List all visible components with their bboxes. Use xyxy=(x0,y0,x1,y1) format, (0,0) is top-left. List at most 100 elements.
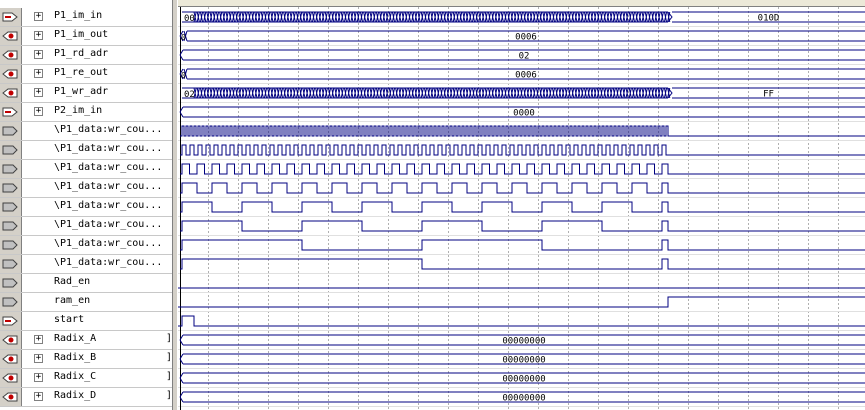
bus-value: 02 xyxy=(519,52,530,62)
bus-start xyxy=(179,391,184,403)
bus-transition xyxy=(667,87,673,99)
value-bracket: ] xyxy=(166,390,173,401)
bus-start xyxy=(179,372,184,384)
input-pin-icon xyxy=(0,312,22,330)
bus-value: 010D xyxy=(758,14,780,24)
bus-value: 00000000 xyxy=(502,356,545,366)
signal-row[interactable]: start xyxy=(0,312,172,331)
node-icon xyxy=(0,198,22,216)
node-icon xyxy=(0,160,22,178)
node-icon xyxy=(0,179,22,197)
output-pin-icon xyxy=(0,84,22,102)
clock-waveform xyxy=(180,258,865,270)
clock-waveform xyxy=(180,220,865,232)
node-icon xyxy=(0,236,22,254)
signal-name: \P1_data:wr_cou... xyxy=(54,162,163,173)
bus-start xyxy=(179,334,184,346)
bus-transitions xyxy=(179,30,188,42)
bus-value: 00000000 xyxy=(502,394,545,404)
output-pin-icon xyxy=(0,46,22,64)
step-waveform xyxy=(178,296,865,308)
signal-row[interactable]: \P1_data:wr_cou... xyxy=(0,160,172,179)
signal-row[interactable]: ram_en xyxy=(0,293,172,312)
bus-value: 0000 xyxy=(513,109,535,119)
node-icon xyxy=(0,274,22,292)
signal-name: \P1_data:wr_cou... xyxy=(54,124,163,135)
signal-row[interactable]: \P1_data:wr_cou... xyxy=(0,198,172,217)
expand-bus-icon[interactable]: + xyxy=(34,353,43,363)
signal-row[interactable]: + P1_re_out xyxy=(0,65,172,84)
bus-value: 0006 xyxy=(515,71,537,81)
pulse-waveform xyxy=(178,315,865,327)
bus-value: 00000000 xyxy=(502,375,545,385)
clock-waveform xyxy=(180,163,865,175)
bus-transition xyxy=(667,11,673,23)
signal-row[interactable]: +P2_im_in xyxy=(0,103,172,122)
bus-first-value: 0 xyxy=(181,71,186,80)
signal-row[interactable]: +Radix_D] xyxy=(0,388,172,407)
input-pin-icon xyxy=(0,103,22,121)
expand-bus-icon[interactable]: + xyxy=(34,372,43,382)
bus-first-value: 0 xyxy=(181,33,186,42)
bus-transitions xyxy=(179,68,188,80)
expand-bus-icon[interactable]: + xyxy=(34,68,43,78)
expand-bus-icon[interactable]: + xyxy=(34,391,43,401)
output-pin-icon xyxy=(0,369,22,387)
bus-first-value: 02 xyxy=(184,90,195,100)
expand-bus-icon[interactable]: + xyxy=(34,334,43,344)
signal-row[interactable]: +P1_im_out xyxy=(0,27,172,46)
signal-row[interactable]: Rad_en xyxy=(0,274,172,293)
signal-name-panel: +P1_im_in+P1_im_out+P1_rd_adr+P1_re_out+… xyxy=(0,0,172,410)
node-icon xyxy=(0,255,22,273)
value-bracket: ] xyxy=(166,371,173,382)
bus-value: FF xyxy=(763,90,774,100)
signal-row[interactable]: \P1_data:wr_cou... xyxy=(0,122,172,141)
bus-transitions xyxy=(193,11,671,23)
signal-name: \P1_data:wr_cou... xyxy=(54,181,163,192)
bus-first-value: 00 xyxy=(184,14,195,24)
signal-row[interactable]: +P1_wr_adr xyxy=(0,84,172,103)
output-pin-icon xyxy=(0,388,22,406)
signal-row[interactable]: +Radix_B] xyxy=(0,350,172,369)
expand-bus-icon[interactable]: + xyxy=(34,30,43,40)
signal-row[interactable]: \P1_data:wr_cou... xyxy=(0,141,172,160)
bus-start xyxy=(179,353,184,365)
expand-bus-icon[interactable]: + xyxy=(34,49,43,59)
signal-row[interactable]: \P1_data:wr_cou... xyxy=(0,255,172,274)
signal-name: ram_en xyxy=(54,295,91,306)
signal-name: \P1_data:wr_cou... xyxy=(54,200,163,211)
expand-bus-icon[interactable]: + xyxy=(34,11,43,21)
bus-value: 00000000 xyxy=(502,337,545,347)
signal-name: P1_re_out xyxy=(54,67,109,78)
signal-name: \P1_data:wr_cou... xyxy=(54,219,163,230)
clock-waveform xyxy=(180,182,865,194)
signal-name: P1_rd_adr xyxy=(54,48,109,59)
bus-value: 0006 xyxy=(515,33,537,43)
signal-name: Radix_C xyxy=(54,371,97,382)
signal-name: \P1_data:wr_cou... xyxy=(54,143,163,154)
panel-splitter[interactable] xyxy=(172,0,178,410)
signal-row[interactable]: + P1_rd_adr xyxy=(0,46,172,65)
expand-bus-icon[interactable]: + xyxy=(34,87,43,97)
signal-row[interactable]: + Radix_C] xyxy=(0,369,172,388)
signal-name: Radix_A xyxy=(54,333,97,344)
signal-row[interactable]: \P1_data:wr_cou... xyxy=(0,217,172,236)
signal-name: \P1_data:wr_cou... xyxy=(54,257,163,268)
clock-waveform xyxy=(180,125,865,137)
signal-row[interactable]: \P1_data:wr_cou... xyxy=(0,179,172,198)
output-pin-icon xyxy=(0,65,22,83)
time-ruler xyxy=(178,0,865,6)
input-pin-icon xyxy=(0,8,22,26)
value-bracket: ] xyxy=(166,333,173,344)
expand-bus-icon[interactable]: + xyxy=(34,106,43,116)
signal-row[interactable]: +P1_im_in xyxy=(0,8,172,27)
signal-name: start xyxy=(54,314,85,325)
signal-name: \P1_data:wr_cou... xyxy=(54,238,163,249)
signal-row[interactable]: + Radix_A] xyxy=(0,331,172,350)
node-icon xyxy=(0,122,22,140)
clock-waveform xyxy=(180,201,865,213)
node-icon xyxy=(0,141,22,159)
signal-row[interactable]: \P1_data:wr_cou... xyxy=(0,236,172,255)
